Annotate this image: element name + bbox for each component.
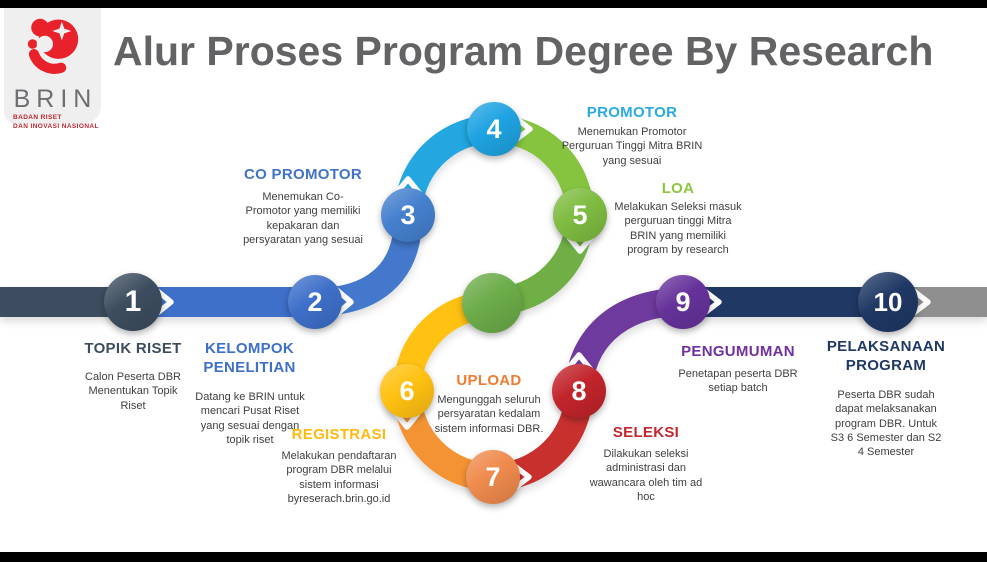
step-3-circle: 3	[381, 188, 435, 242]
step-6-description: Melakukan pendaftaran program DBR melalu…	[281, 450, 397, 505]
step-4-label: PROMOTOR	[586, 104, 678, 121]
step-8-description: Dilakukan seleksi administrasi dan wawan…	[589, 448, 703, 503]
step-5-number: 5	[572, 199, 588, 230]
page-title: Alur Proses Program Degree By Research	[113, 28, 934, 74]
step-2-number: 2	[307, 286, 323, 317]
brin-tagline-line2: DAN INOVASI NASIONAL	[13, 122, 99, 130]
step-2-description: Datang ke BRIN untuk mencari Pusat Riset…	[195, 391, 305, 446]
top-border-bar	[0, 0, 987, 8]
step-2-label: KELOMPOK PENELITIAN	[203, 340, 296, 376]
step-10-description: Peserta DBR sudah dapat melaksanakan pro…	[830, 389, 942, 459]
brin-tagline-line1: BADAN RISET	[13, 114, 62, 121]
step-3-label: CO PROMOTOR	[243, 166, 363, 183]
brin-logo-card: BRIN BADAN RISET DAN INOVASI NASIONAL	[4, 8, 101, 130]
junction-node	[462, 273, 522, 333]
step-7-label: UPLOAD	[456, 372, 522, 389]
step-10-circle: 10	[858, 272, 918, 332]
step-8-number: 8	[571, 375, 587, 406]
step-3-number: 3	[400, 199, 416, 230]
brin-logo-icon	[27, 18, 78, 74]
step-8-label: SELEKSI	[612, 424, 680, 441]
step-1-description: Calon Peserta DBR Menentukan Topik Riset	[85, 371, 181, 412]
step-7-circle: 7	[466, 450, 520, 504]
bottom-border-bar	[0, 552, 987, 562]
step-8-circle: 8	[552, 364, 606, 418]
step-6-number: 6	[399, 375, 415, 406]
step-9-description: Penetapan peserta DBR setiap batch	[678, 368, 798, 395]
step-7-description: Mengunggah seluruh persyaratan kedalam s…	[434, 394, 544, 435]
step-10-number: 10	[873, 286, 903, 317]
step-2-circle: 2	[288, 275, 342, 329]
step-4-circle: 4	[467, 102, 521, 156]
step-9-number: 9	[675, 286, 691, 317]
brin-logo-text: BRIN	[13, 85, 98, 113]
step-1-number: 1	[124, 285, 142, 318]
step-1-circle: 1	[104, 273, 162, 331]
step-9-label: PENGUMUMAN	[681, 343, 795, 360]
step-4-number: 4	[486, 113, 502, 144]
step-3-description: Menemukan Co-Promotor yang memiliki kepa…	[243, 191, 363, 246]
step-5-description: Melakukan Seleksi masuk perguruan tinggi…	[614, 201, 742, 256]
step-10-label: PELAKSANAAN PROGRAM	[826, 338, 946, 374]
brin-logo-tagline: BADAN RISET DAN INOVASI NASIONAL	[4, 114, 101, 132]
step-5-label: LOA	[661, 180, 695, 197]
step-5-circle: 5	[553, 188, 607, 242]
step-9-circle: 9	[656, 275, 710, 329]
step-6-circle: 6	[380, 364, 434, 418]
step-6-label: REGISTRASI	[291, 426, 387, 443]
step-4-description: Menemukan Promotor Perguruan Tinggi Mitr…	[561, 126, 703, 167]
step-7-number: 7	[485, 461, 501, 492]
step-1-label: TOPIK RISET	[84, 340, 182, 357]
